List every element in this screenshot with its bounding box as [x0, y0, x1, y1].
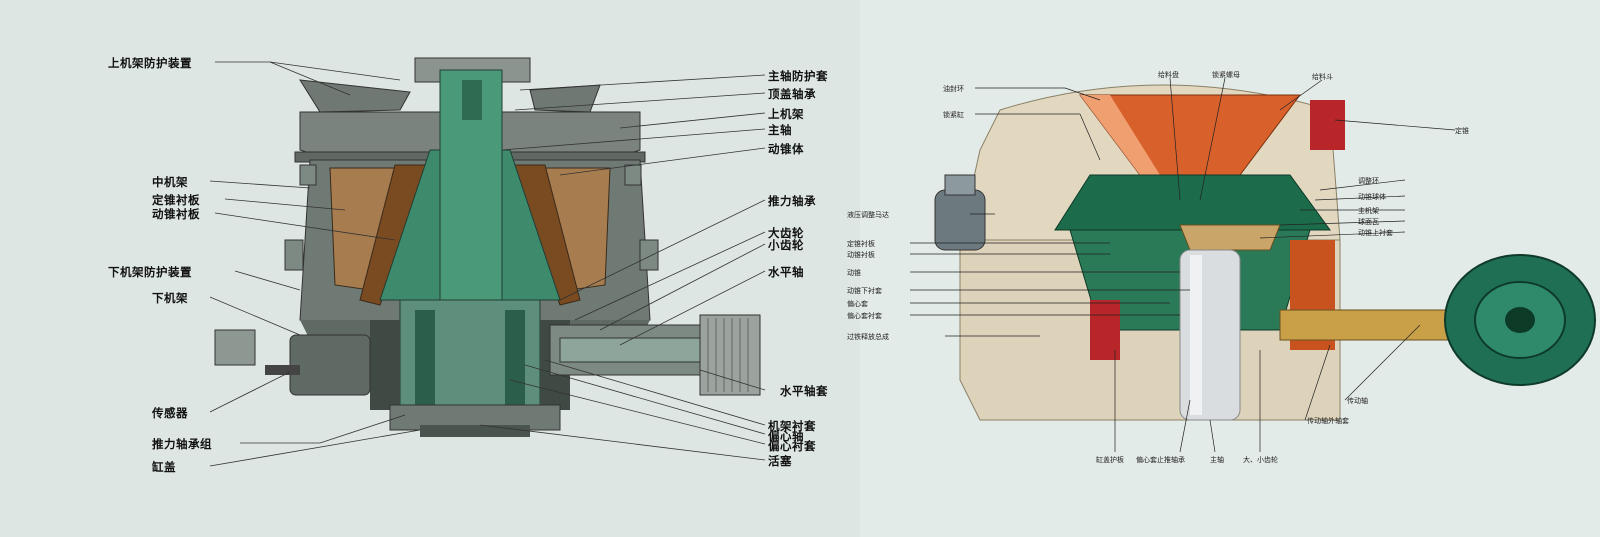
label-mantle-body: 动锥体	[768, 142, 804, 156]
label-feed-plate: 给料盘	[1158, 71, 1179, 79]
label-main-frame: 主机架	[1358, 207, 1379, 215]
label-eccentric-sleeve-bushing: 偏心套衬套	[847, 312, 882, 320]
label-drive-shaft: 传动轴	[1347, 397, 1368, 405]
label-oil-seal-ring: 油封环	[943, 85, 964, 93]
cutaway-panel: 油封环 锁紧缸 液压调整马达 定锥衬板 动锥衬板 动锥 动锥下衬套 偏心套 偏心…	[847, 0, 1600, 537]
cross-section-panel: 上机架防护装置 中机架 定锥衬板 动锥衬板 下机架防护装置 下机架 传感器 推力…	[108, 56, 828, 474]
label-middle-frame: 中机架	[152, 175, 188, 189]
label-main-shaft: 主轴	[768, 123, 792, 137]
label-main-shaft-guard: 主轴防护套	[768, 69, 828, 83]
label-eccentric-sleeve: 偏心套	[847, 300, 868, 308]
label-small-gear: 小齿轮	[768, 238, 804, 252]
label-mantle-liner-3d: 动锥衬板	[847, 251, 875, 259]
label-concave-liner-3d: 定锥衬板	[847, 240, 875, 248]
label-large-gear: 大齿轮	[768, 226, 804, 240]
label-eccentric-bushing: 偏心衬套	[768, 439, 816, 453]
label-cylinder-cover: 缸盖	[152, 460, 176, 474]
label-bowl: 定锥	[1455, 127, 1469, 135]
label-eccentric-shaft: 偏心轴	[768, 429, 804, 443]
label-upper-frame: 上机架	[768, 107, 804, 121]
label-mantle-lower-bushing: 动锥下衬套	[847, 287, 882, 295]
label-concave-liner: 定锥衬板	[152, 193, 200, 207]
label-socket-liner: 球面瓦	[1358, 218, 1379, 226]
label-feed-hopper: 给料斗	[1312, 73, 1333, 81]
label-lock-cylinder: 锁紧缸	[943, 111, 964, 119]
label-piston: 活塞	[768, 454, 792, 468]
label-top-bearing: 顶盖轴承	[768, 87, 816, 101]
label-thrust-bearing: 推力轴承	[768, 194, 816, 208]
label-main-shaft-3d: 主轴	[1210, 456, 1224, 464]
label-thrust-bearing-set: 推力轴承组	[152, 437, 212, 451]
label-lock-nut: 锁紧螺母	[1212, 71, 1240, 79]
label-drive-shaft-outer-sleeve: 传动轴外轴套	[1307, 417, 1349, 425]
label-lower-frame-guard: 下机架防护装置	[108, 265, 192, 279]
cutaway-drawing	[910, 77, 1596, 453]
label-sensor: 传感器	[152, 406, 188, 420]
label-hydraulic-adjust-motor: 液压调整马达	[847, 211, 889, 219]
label-tramp-release-assembly: 过铁释放总成	[847, 333, 889, 341]
cross-section-drawing	[209, 57, 766, 467]
label-eccentric-thrust-bearing: 偏心套止推轴承	[1136, 456, 1185, 464]
label-upper-frame-guard: 上机架防护装置	[108, 56, 192, 70]
label-horizontal-shaft-sleeve: 水平轴套	[780, 384, 828, 398]
label-mantle-ball: 动锥球体	[1358, 193, 1386, 201]
label-frame-bushing: 机架衬套	[768, 419, 816, 433]
label-mantle-liner: 动锥衬板	[152, 207, 200, 221]
label-gears: 大、小齿轮	[1243, 456, 1278, 464]
label-mantle-upper-bushing: 动锥上衬套	[1358, 229, 1393, 237]
label-horizontal-shaft: 水平轴	[768, 265, 804, 279]
label-adjust-ring: 调整环	[1358, 177, 1379, 185]
label-cylinder-cover-guard: 缸盖护板	[1096, 456, 1124, 464]
label-lower-frame: 下机架	[152, 291, 188, 305]
label-mantle-3d: 动锥	[847, 269, 861, 277]
